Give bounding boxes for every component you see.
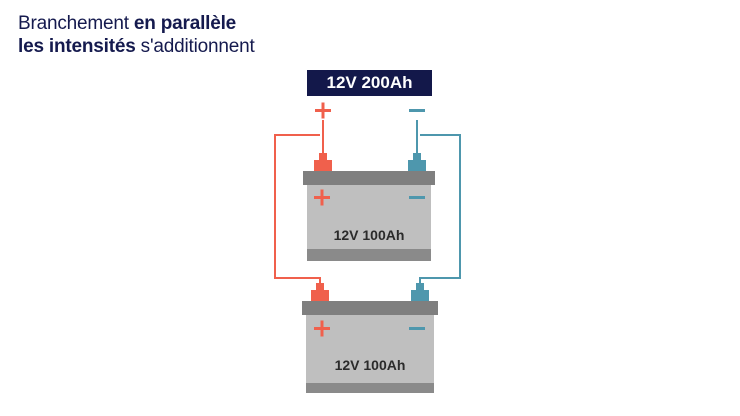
battery-2-body [306,315,434,383]
heading-line1-bold: en parallèle [133,13,237,34]
battery-1-lid [303,171,435,185]
battery-2-negative-terminal [411,283,429,302]
output-plus-icon [315,102,331,119]
battery-2-label: 12V 100Ah [335,357,406,373]
output-minus-icon [409,109,425,112]
battery-2: 12V 100Ah [302,283,438,393]
battery-2-base [306,383,434,393]
battery-1-body [307,185,431,249]
battery-2-plus-icon [314,320,330,337]
battery-1-minus-icon [409,196,425,199]
heading-line1-regular: Branchement [18,13,134,34]
battery-1: 12V 100Ah [303,153,435,261]
diagram-heading: Branchement en parallèle les intensités … [18,12,255,58]
battery-1-plus-icon [314,189,330,206]
heading-line2-regular: s'additionnent [135,36,255,57]
heading-line-1: Branchement en parallèle [18,12,255,35]
battery-1-negative-terminal [408,153,426,172]
battery-1-positive-terminal [314,153,332,172]
battery-1-label: 12V 100Ah [334,227,405,243]
output-label-badge: 12V 200Ah [307,70,432,96]
heading-line-2: les intensités s'additionnent [18,35,255,58]
battery-2-positive-terminal [311,283,329,302]
battery-2-lid [302,301,438,315]
heading-line2-bold: les intensités [18,36,136,57]
output-label-text: 12V 200Ah [326,73,413,92]
battery-1-base [307,249,431,261]
battery-2-minus-icon [409,327,425,330]
